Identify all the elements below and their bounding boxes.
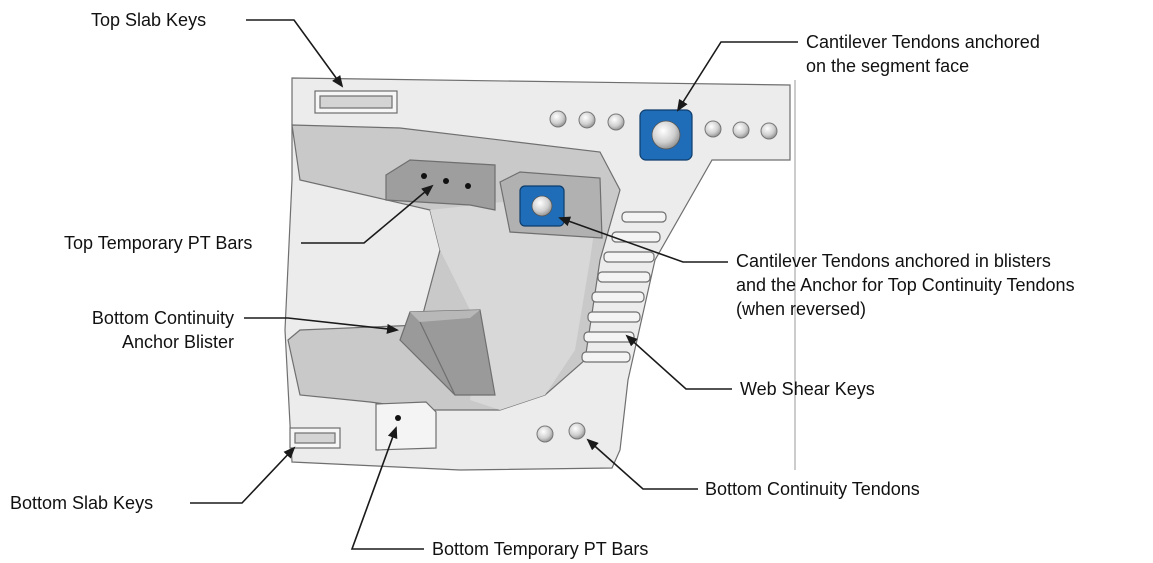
bottom-tendon-ducts (536, 422, 586, 443)
box-girder-segment (284, 77, 796, 471)
inner-web-shade (430, 190, 600, 410)
bottom-temporary-pt-bar-block (375, 401, 437, 451)
leader-bottom-continuity-tendons (586, 438, 698, 490)
top-temporary-pt-bar-block (385, 159, 496, 211)
leader-cantilever-blisters (558, 216, 728, 263)
top-tendon-ducts (549, 110, 778, 140)
label-top-slab-keys: Top Slab Keys (91, 10, 206, 30)
leader-bottom-temporary-pt-bars (350, 426, 424, 550)
tendon-duct (607, 113, 625, 131)
top-pt-bar-hole (465, 183, 471, 189)
leader-cantilever-face (676, 41, 798, 112)
bottom-continuity-blister (399, 309, 496, 396)
top-pt-bar-hole (421, 173, 427, 179)
label-top-temporary-pt-bars: Top Temporary PT Bars (64, 233, 252, 253)
leader-bottom-slab-keys (190, 446, 296, 504)
leader-bottom-continuity-blister (244, 317, 399, 334)
label-cantilever-blisters-line3: (when reversed) (736, 299, 866, 319)
web-shear-keys (581, 211, 667, 363)
top-slab-key (314, 90, 398, 114)
tendon-duct (732, 121, 750, 139)
callout-labels: Top Slab Keys Cantilever Tendons anchore… (10, 10, 1075, 559)
label-cantilever-face-line2: on the segment face (806, 56, 969, 76)
label-bottom-continuity-blister-line1: Bottom Continuity (92, 308, 234, 328)
bottom-pt-bar-hole (395, 415, 401, 421)
cantilever-blister (499, 171, 603, 239)
blister-anchor-hole (531, 195, 553, 217)
label-bottom-continuity-blister-line2: Anchor Blister (122, 332, 234, 352)
label-cantilever-face-line1: Cantilever Tendons anchored (806, 32, 1040, 52)
label-web-shear-keys: Web Shear Keys (740, 379, 875, 399)
label-bottom-temporary-pt-bars: Bottom Temporary PT Bars (432, 539, 648, 559)
label-cantilever-blisters-line1: Cantilever Tendons anchored in blisters (736, 251, 1051, 271)
tendon-duct (536, 425, 554, 443)
tendon-duct (568, 422, 586, 440)
leader-lines (190, 19, 798, 550)
top-pt-bar-hole (443, 178, 449, 184)
face-anchor-hole (651, 120, 681, 150)
tendon-duct (760, 122, 778, 140)
label-cantilever-blisters-line2: and the Anchor for Top Continuity Tendon… (736, 275, 1075, 295)
tendon-duct (704, 120, 722, 138)
leader-web-shear-keys (625, 334, 732, 390)
face-anchor (639, 109, 693, 161)
tendon-duct (578, 111, 596, 129)
label-bottom-continuity-tendons: Bottom Continuity Tendons (705, 479, 920, 499)
leader-top-temporary-pt-bars (301, 184, 434, 244)
leader-top-slab-keys (246, 19, 344, 88)
bottom-slab-key (289, 427, 341, 449)
tendon-duct (549, 110, 567, 128)
label-bottom-slab-keys: Bottom Slab Keys (10, 493, 153, 513)
